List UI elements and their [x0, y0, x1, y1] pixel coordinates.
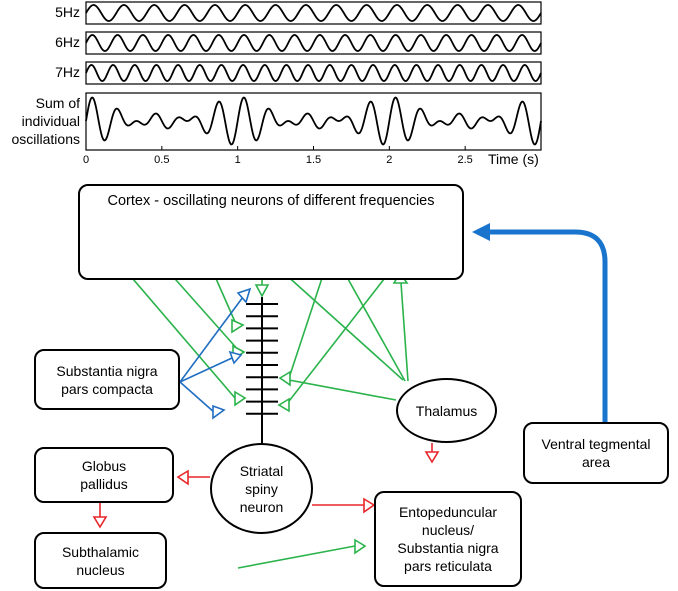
thalamus-ellipse: Thalamus [396, 378, 497, 443]
subthalamic-box: Subthalamic nucleus [34, 532, 167, 589]
time-axis-ticks [85, 146, 466, 150]
wave-6hz [85, 34, 542, 52]
dopaminergic-synapses [212, 287, 252, 420]
globus-pallidus-box: Globus pallidus [34, 447, 174, 503]
cortex-label: Cortex - oscillating neurons of differen… [107, 193, 435, 209]
osc-label-5hz: 5Hz [55, 4, 80, 20]
time-tick-label: 2.5 [457, 154, 473, 166]
time-tick-label: 1.5 [305, 154, 322, 166]
vta-box: Ventral tegmental area [523, 422, 669, 484]
time-tick-label: 0 [82, 154, 90, 166]
time-tick-label: 2 [386, 154, 393, 166]
wave-7hz [85, 64, 542, 82]
gabaergic-synapses [92, 451, 440, 529]
osc-label-sum: Sum of individual oscillations [11, 95, 80, 147]
striatal-neuron-ellipse: Striatal spiny neuron [210, 443, 313, 534]
wave-sum [85, 96, 542, 146]
dendritic-spines [246, 303, 278, 415]
osc-label-7hz: 7Hz [55, 64, 80, 80]
glutamatergic-projections [114, 257, 409, 569]
vta-projection-arrow [486, 229, 608, 422]
time-tick-label: 0.5 [154, 154, 170, 166]
cortex-box: Cortex - oscillating neurons of differen… [78, 184, 464, 280]
snc-box: Substantia nigra pars compacta [34, 349, 180, 410]
wave-5hz [85, 4, 542, 22]
vta-arrowhead [472, 223, 490, 241]
osc-label-6hz: 6Hz [55, 34, 80, 50]
gabaergic-projections [99, 443, 433, 517]
dopaminergic-projections [179, 296, 244, 414]
time-tick-label: 1 [234, 154, 241, 166]
ep-snr-box: Entopeduncular nucleus/ Substantia nigra… [374, 491, 522, 587]
time-axis-label: Time (s) [488, 151, 539, 167]
